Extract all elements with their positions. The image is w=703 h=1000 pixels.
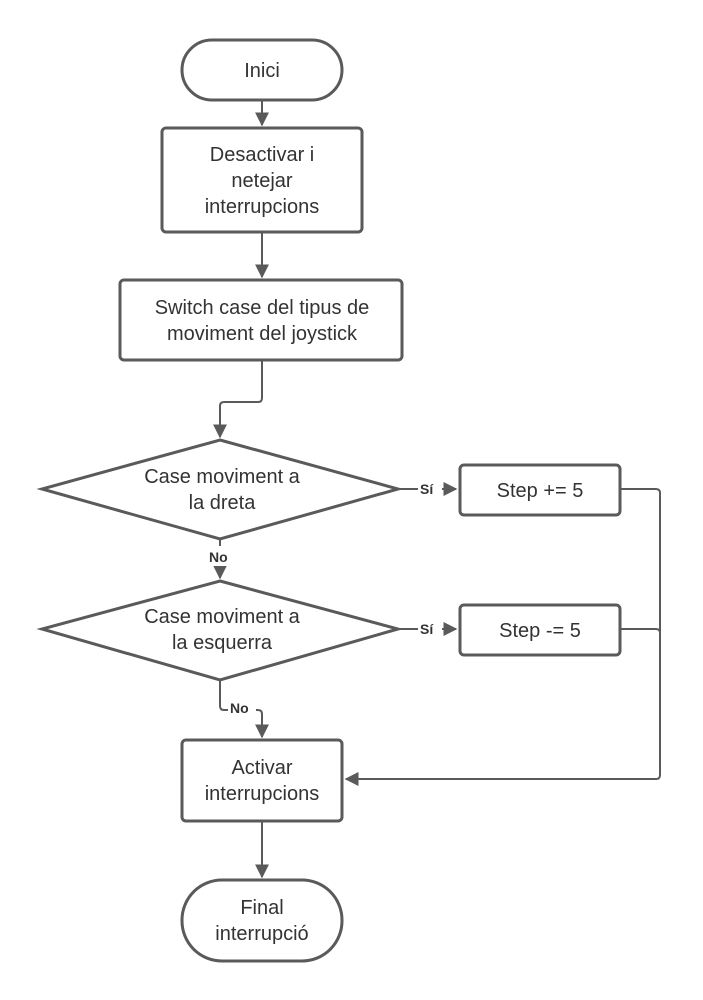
node-end-text: Final interrupció — [215, 897, 308, 945]
node-step-plus: Step += 5 — [458, 463, 622, 517]
case_right-line-0: Case moviment a — [144, 466, 300, 488]
disable-line-1: netejar — [231, 170, 292, 192]
node-disable-interrupts-text: Desactivar i netejar interrupcions — [205, 144, 320, 218]
node-activate-interrupts-text: Activar interrupcions — [205, 757, 320, 805]
start-line-0: Inici — [244, 60, 280, 82]
case_left-line-1: la esquerra — [172, 632, 273, 654]
node-end: Final interrupció — [180, 878, 344, 963]
label-left-no: No — [230, 700, 249, 716]
node-step-plus-text: Step += 5 — [497, 480, 584, 502]
end-line-1: interrupció — [215, 923, 308, 945]
node-activate-interrupts: Activar interrupcions — [180, 738, 344, 823]
step_minus-line-0: Step -= 5 — [499, 620, 581, 642]
step_plus-line-0: Step += 5 — [497, 480, 584, 502]
edge-step-minus-to-merge — [620, 628, 661, 634]
case_right-line-1: la dreta — [189, 492, 257, 514]
node-switch-case-text: Switch case del tipus de moviment del joy… — [155, 297, 370, 345]
switch-line-1: moviment del joystick — [167, 323, 358, 345]
node-start-text: Inici — [244, 60, 280, 82]
label-right-yes: Sí — [420, 481, 434, 497]
activate-line-0: Activar — [231, 757, 292, 779]
node-step-minus: Step -= 5 — [458, 603, 622, 657]
disable-line-0: Desactivar i — [210, 144, 314, 166]
label-right-no: No — [209, 549, 228, 565]
node-case-left-text: Case moviment a la esquerra — [144, 606, 300, 654]
end-line-0: Final — [240, 897, 283, 919]
edge-step-plus-to-activate — [344, 488, 661, 786]
edge-labels: Sí No Sí No — [206, 479, 442, 720]
node-case-right-text: Case moviment a la dreta — [144, 466, 300, 514]
edge-switch-to-case-right — [213, 360, 263, 439]
disable-line-2: interrupcions — [205, 196, 320, 218]
switch-line-0: Switch case del tipus de — [155, 297, 370, 319]
label-left-yes: Sí — [420, 621, 434, 637]
node-case-left: Case moviment a la esquerra — [36, 579, 404, 682]
case_left-line-0: Case moviment a — [144, 606, 300, 628]
activate-line-1: interrupcions — [205, 783, 320, 805]
node-step-minus-text: Step -= 5 — [499, 620, 581, 642]
node-case-right: Case moviment a la dreta — [36, 438, 404, 541]
node-disable-interrupts: Desactivar i netejar interrupcions — [160, 126, 364, 234]
node-switch-case: Switch case del tipus de moviment del joy… — [118, 278, 404, 362]
node-start: Inici — [180, 38, 344, 102]
